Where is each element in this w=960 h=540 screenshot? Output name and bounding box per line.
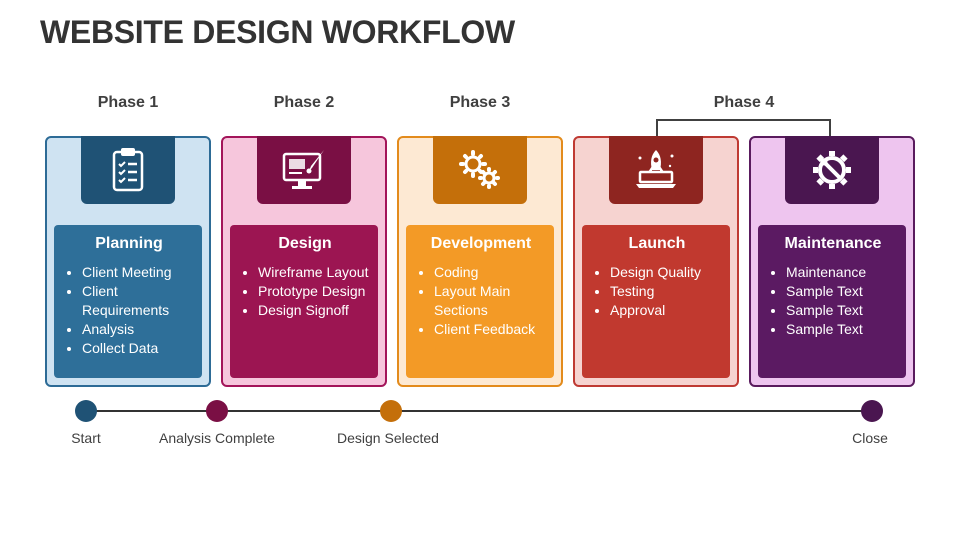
list-item: Sample Text <box>786 301 900 320</box>
card-launch: Launch Design Quality Testing Approval <box>573 136 739 387</box>
card-heading-launch: Launch <box>628 235 686 252</box>
page-title: WEBSITE DESIGN WORKFLOW <box>40 14 515 50</box>
card-heading-maintenance: Maintenance <box>784 235 882 252</box>
phase-2-label: Phase 2 <box>273 94 335 111</box>
list-item: Design Signoff <box>258 301 372 320</box>
icon-tab-launch <box>609 136 703 204</box>
laptop-rocket-icon <box>636 150 676 188</box>
timeline-label-analysis-complete: Analysis Complete <box>159 430 275 446</box>
timeline-label-start: Start <box>71 430 101 446</box>
list-item: Wireframe Layout <box>258 263 372 282</box>
icon-tab-design <box>257 136 351 204</box>
phase-4-bracket <box>656 119 831 137</box>
list-item: Design Quality <box>610 263 724 282</box>
card-list-maintenance: Maintenance Sample Text Sample Text Samp… <box>766 263 900 339</box>
timeline-label-design-selected: Design Selected <box>337 430 439 446</box>
gear-wrench-icon <box>813 151 851 189</box>
card-list-design: Wireframe Layout Prototype Design Design… <box>238 263 372 320</box>
gears-icon <box>459 150 500 189</box>
card-body-development: Development Coding Layout Main Sections … <box>406 225 554 378</box>
monitor-brush-icon <box>282 150 324 189</box>
timeline-dot-close <box>861 400 883 422</box>
list-item: Client Requirements <box>82 282 196 320</box>
clipboard-checklist-icon <box>112 148 144 192</box>
list-item: Testing <box>610 282 724 301</box>
card-heading-planning: Planning <box>95 235 163 252</box>
card-list-planning: Client Meeting Client Requirements Analy… <box>62 263 196 358</box>
list-item: Maintenance <box>786 263 900 282</box>
card-list-launch: Design Quality Testing Approval <box>590 263 724 320</box>
timeline-label-close: Close <box>852 430 888 446</box>
list-item: Client Meeting <box>82 263 196 282</box>
list-item: Analysis <box>82 320 196 339</box>
card-body-maintenance: Maintenance Maintenance Sample Text Samp… <box>758 225 906 378</box>
timeline-dot-design-selected <box>380 400 402 422</box>
timeline-dot-analysis-complete <box>206 400 228 422</box>
icon-tab-development <box>433 136 527 204</box>
card-body-design: Design Wireframe Layout Prototype Design… <box>230 225 378 378</box>
list-item: Sample Text <box>786 320 900 339</box>
card-body-planning: Planning Client Meeting Client Requireme… <box>54 225 202 378</box>
list-item: Sample Text <box>786 282 900 301</box>
card-design: Design Wireframe Layout Prototype Design… <box>221 136 387 387</box>
timeline-line <box>86 410 872 412</box>
phase-4-label: Phase 4 <box>713 94 775 111</box>
card-development: Development Coding Layout Main Sections … <box>397 136 563 387</box>
list-item: Client Feedback <box>434 320 548 339</box>
card-heading-design: Design <box>278 235 332 252</box>
list-item: Collect Data <box>82 339 196 358</box>
icon-tab-planning <box>81 136 175 204</box>
list-item: Prototype Design <box>258 282 372 301</box>
list-item: Layout Main Sections <box>434 282 548 320</box>
card-body-launch: Launch Design Quality Testing Approval <box>582 225 730 378</box>
phase-3-label: Phase 3 <box>449 94 511 111</box>
list-item: Coding <box>434 263 548 282</box>
card-heading-development: Development <box>430 235 532 252</box>
card-maintenance: Maintenance Maintenance Sample Text Samp… <box>749 136 915 387</box>
list-item: Approval <box>610 301 724 320</box>
timeline-dot-start <box>75 400 97 422</box>
card-planning: Planning Client Meeting Client Requireme… <box>45 136 211 387</box>
card-list-development: Coding Layout Main Sections Client Feedb… <box>414 263 548 339</box>
icon-tab-maintenance <box>785 136 879 204</box>
phase-1-label: Phase 1 <box>97 94 159 111</box>
